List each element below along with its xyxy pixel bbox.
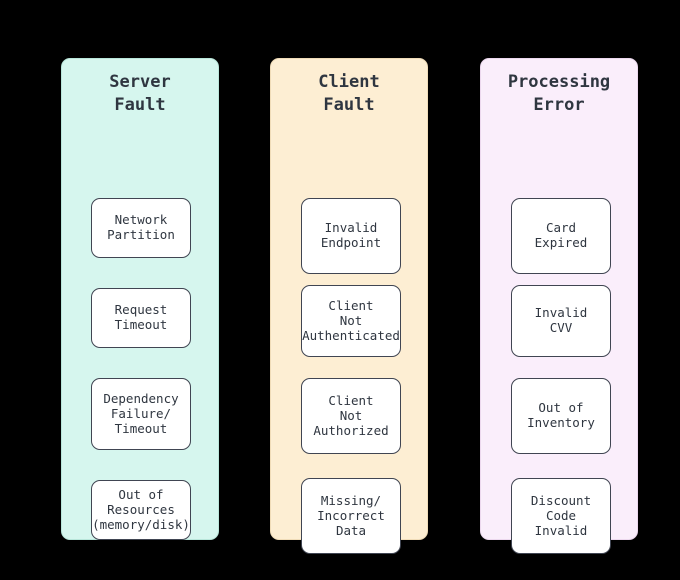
- node-network-partition[interactable]: Network Partition: [91, 198, 191, 259]
- node-invalid-endpoint[interactable]: Invalid Endpoint: [301, 198, 401, 275]
- node-label: Client Not Authorized: [313, 393, 389, 438]
- node-discount-code-invalid[interactable]: Discount Code Invalid: [511, 478, 611, 555]
- node-client-not-authenticated[interactable]: Client Not Authenticated: [301, 285, 401, 358]
- node-out-of-resources[interactable]: Out of Resources (memory/disk): [91, 480, 191, 541]
- node-label: Discount Code Invalid: [530, 493, 592, 538]
- node-card-expired[interactable]: Card Expired: [511, 198, 611, 275]
- node-label: Card Expired: [534, 220, 588, 251]
- node-stack-processing-error: Card Expired Invalid CVV Out of Inventor…: [481, 116, 637, 555]
- node-label: Dependency Failure/ Timeout: [103, 391, 179, 436]
- node-label: Invalid CVV: [534, 305, 588, 336]
- node-dependency-failure-timeout[interactable]: Dependency Failure/ Timeout: [91, 378, 191, 451]
- node-stack-client-fault: Invalid Endpoint Client Not Authenticate…: [271, 116, 427, 555]
- node-missing-incorrect-data[interactable]: Missing/ Incorrect Data: [301, 478, 401, 555]
- node-label: Missing/ Incorrect Data: [317, 493, 385, 538]
- node-stack-server-fault: Network Partition Request Timeout Depend…: [62, 116, 218, 541]
- node-label: Out of Inventory: [527, 400, 595, 431]
- column-title-processing-error: Processing Error: [507, 72, 611, 115]
- category-column-server-fault: Server Fault Network Partition Request T…: [61, 58, 219, 541]
- node-label: Request Timeout: [114, 302, 168, 333]
- column-title-server-fault: Server Fault: [109, 72, 171, 115]
- column-title-client-fault: Client Fault: [318, 72, 380, 115]
- category-column-client-fault: Client Fault Invalid Endpoint Client Not…: [270, 58, 428, 555]
- node-request-timeout[interactable]: Request Timeout: [91, 288, 191, 349]
- node-label: Invalid Endpoint: [320, 220, 382, 251]
- node-out-of-inventory[interactable]: Out of Inventory: [511, 378, 611, 455]
- category-column-processing-error: Processing Error Card Expired Invalid CV…: [480, 58, 638, 555]
- node-label: Network Partition: [107, 212, 175, 243]
- node-label: Out of Resources (memory/disk): [92, 487, 190, 532]
- node-client-not-authorized[interactable]: Client Not Authorized: [301, 378, 401, 455]
- node-invalid-cvv[interactable]: Invalid CVV: [511, 285, 611, 358]
- node-label: Client Not Authenticated: [302, 298, 400, 343]
